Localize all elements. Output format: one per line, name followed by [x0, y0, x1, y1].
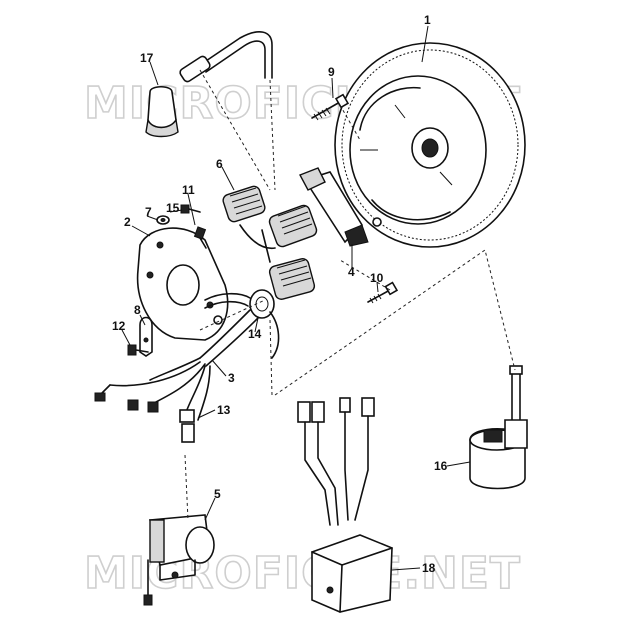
coil-bottom	[268, 258, 316, 300]
assembly-leaders	[184, 69, 516, 521]
callout-labels: 1 2 3 4 5 6 7 8 9 10 11 12 13 14 15 16 1…	[112, 13, 448, 575]
callout-15: 15	[166, 201, 180, 215]
spark-plug-cap	[145, 31, 273, 138]
callout-18: 18	[422, 561, 436, 575]
callout-3: 3	[228, 371, 235, 385]
callout-12: 12	[112, 319, 126, 333]
wire-harness-3	[94, 292, 280, 443]
washer-7	[156, 215, 170, 225]
screw-11	[193, 226, 207, 249]
callout-2: 2	[124, 215, 131, 229]
callout-5: 5	[214, 487, 221, 501]
screw-15	[180, 204, 201, 214]
callout-14: 14	[248, 327, 262, 341]
callout-4: 4	[348, 265, 355, 279]
callout-7: 7	[145, 205, 152, 219]
stator-center-hole	[166, 264, 200, 306]
ignition-coil	[469, 365, 528, 490]
coil-top	[222, 185, 266, 223]
coil-middle	[268, 204, 318, 248]
starter-relay	[143, 514, 215, 606]
callout-6: 6	[216, 157, 223, 171]
callout-16: 16	[434, 459, 448, 473]
callout-9: 9	[328, 65, 335, 79]
bolt-10	[367, 281, 399, 304]
cdi-unit	[297, 397, 393, 613]
callout-8: 8	[134, 303, 141, 317]
callout-leaders	[121, 25, 471, 571]
callout-11: 11	[182, 183, 195, 197]
pulser-coil	[299, 167, 382, 247]
callout-10: 10	[370, 271, 384, 285]
callout-1: 1	[424, 13, 431, 27]
callout-13: 13	[217, 403, 231, 417]
bolt-9	[311, 93, 350, 121]
stator-coils	[222, 185, 318, 300]
screw-12	[127, 344, 149, 356]
stator-plate	[136, 227, 229, 341]
callout-17: 17	[140, 51, 154, 65]
clamp-8	[139, 316, 153, 357]
flywheel	[334, 42, 526, 248]
grommet-14	[249, 289, 275, 319]
